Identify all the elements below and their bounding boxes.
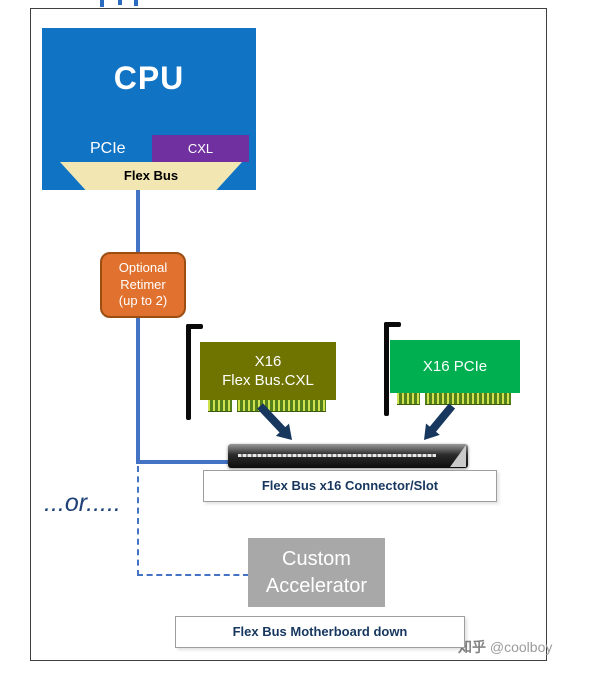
slot-pin-row xyxy=(238,454,436,457)
pcie-card-bracket xyxy=(384,322,389,416)
cpu-label: CPU xyxy=(113,60,185,96)
optional-retimer-box: Optional Retimer (up to 2) xyxy=(100,252,186,318)
retimer-label-line3: (up to 2) xyxy=(118,293,168,309)
or-text: ...or..... xyxy=(44,489,121,517)
cropped-title-fragment xyxy=(96,0,142,7)
flexbus-link-line-vertical xyxy=(136,188,140,464)
cxl-card-label-line2: Flex Bus.CXL xyxy=(222,372,314,389)
watermark: 知乎 @coolboy xyxy=(458,637,552,657)
motherboard-down-label-box: Flex Bus Motherboard down xyxy=(175,616,465,648)
retimer-label-line2: Retimer xyxy=(120,276,166,292)
cxl-card-bracket xyxy=(186,324,191,420)
cpu-block: CPU PCIe CXL Flex Bus xyxy=(42,28,256,190)
pcie-card-edge-fingers xyxy=(397,393,511,405)
cxl-box: CXL xyxy=(152,135,249,162)
pcie-card-key-notch xyxy=(420,393,425,405)
cxl-card-label-line1: X16 xyxy=(254,353,282,370)
flexbus-cxl-card: X16 Flex Bus.CXL xyxy=(200,342,336,400)
pcie-label: PCIe xyxy=(90,140,126,157)
pcie-card-label: X16 PCIe xyxy=(422,358,488,375)
flexbus-link-line-horizontal xyxy=(136,460,240,464)
pcie-card-bracket-hook xyxy=(384,322,401,327)
pcie-card: X16 PCIe xyxy=(390,340,520,393)
custom-accelerator-box: Custom Accelerator xyxy=(248,538,385,607)
dashed-link-line-horizontal xyxy=(137,574,249,576)
accelerator-label-line2: Accelerator xyxy=(265,574,368,597)
retimer-label-line1: Optional xyxy=(118,259,168,275)
accelerator-label-line1: Custom xyxy=(282,547,351,570)
flexbus-trapezoid: Flex Bus xyxy=(60,162,242,190)
watermark-user: @coolboy xyxy=(486,639,553,655)
cxl-card-edge-fingers xyxy=(208,400,326,412)
cxl-card-key-notch xyxy=(232,400,237,412)
connector-slot-label-box: Flex Bus x16 Connector/Slot xyxy=(203,470,497,502)
cxl-card-bracket-hook xyxy=(186,324,203,329)
watermark-brand: 知乎 xyxy=(458,639,486,655)
dashed-link-line-vertical xyxy=(137,466,139,576)
